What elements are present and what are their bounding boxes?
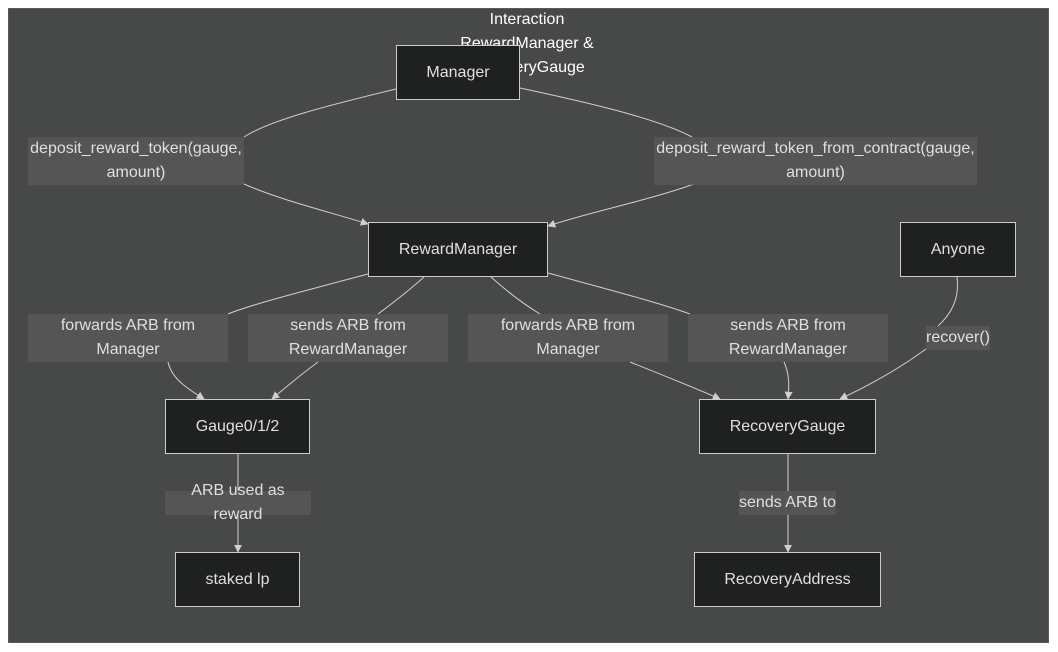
edge-label-deposit-from-contract: deposit_reward_token_from_contract(gauge… [654, 137, 977, 185]
edge-reward-gauge-sends [272, 276, 425, 399]
node-recovery-gauge: RecoveryGauge [699, 399, 876, 454]
edge-label-forwards-arb-recovery: forwards ARB from Manager [468, 314, 668, 362]
edge-reward-recovery-forwards [490, 276, 720, 399]
edge-label-recover: recover() [926, 326, 990, 350]
edge-reward-gauge-forwards [167, 273, 369, 399]
edge-manager-reward-right [519, 87, 695, 226]
edge-label-arb-used-as-reward: ARB used as reward [165, 482, 311, 523]
node-recovery-address: RecoveryAddress [694, 552, 881, 607]
node-manager: Manager [396, 45, 520, 100]
title-line-1: Interaction [489, 11, 565, 28]
edge-label-deposit-reward-token: deposit_reward_token(gauge, amount) [28, 137, 244, 185]
edge-label-sends-arb-to: sends ARB to [739, 491, 836, 515]
node-gauge: Gauge0/1/2 [165, 399, 310, 454]
edge-label-sends-arb-gauge: sends ARB from RewardManager [248, 314, 448, 362]
edge-label-sends-arb-recovery: sends ARB from RewardManager [688, 314, 888, 362]
node-staked-lp: staked lp [175, 552, 300, 607]
edge-anyone-recovery [840, 276, 959, 399]
edge-manager-reward-left [243, 88, 397, 224]
node-reward-manager: RewardManager [368, 222, 548, 277]
edge-label-forwards-arb-gauge: forwards ARB from Manager [28, 314, 228, 362]
edge-reward-recovery-sends [547, 272, 789, 399]
node-anyone: Anyone [900, 222, 1016, 277]
